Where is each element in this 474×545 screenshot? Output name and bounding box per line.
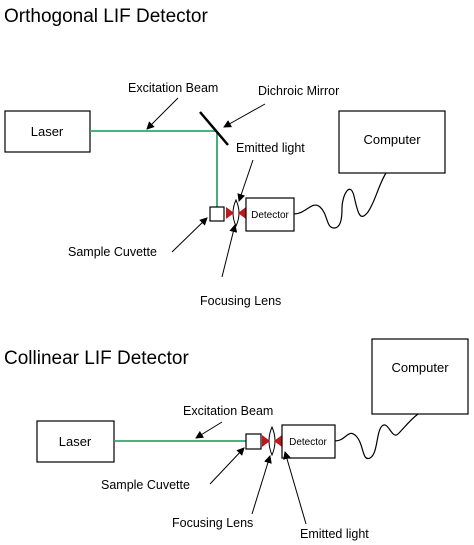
collinear-cable <box>334 413 419 460</box>
collinear-laser-box <box>36 420 115 463</box>
orthogonal-sample-cuvette-label: Sample Cuvette <box>68 245 157 259</box>
collinear-emitted-light-arrow <box>283 451 307 525</box>
collinear-laser-label: Laser <box>59 434 92 449</box>
collinear-computer-label: Computer <box>391 360 449 375</box>
collinear-focusing-lens-arrow <box>251 455 272 515</box>
collinear-section: Collinear LIF Detector Laser Detector Co… <box>4 338 469 541</box>
collinear-focusing-lens-label: Focusing Lens <box>172 516 253 530</box>
dichroic-mirror-arrow <box>223 103 266 128</box>
orthogonal-detector: Detector <box>245 197 295 232</box>
orthogonal-excitation-beam-arrow <box>146 97 179 130</box>
orthogonal-emitted-light-label: Emitted light <box>236 141 305 155</box>
orthogonal-computer-box <box>338 110 446 174</box>
collinear-lens-left-red <box>262 435 270 447</box>
orthogonal-excitation-beam-label: Excitation Beam <box>128 81 218 95</box>
orthogonal-laser-box <box>4 110 91 153</box>
collinear-sample-cuvette-label: Sample Cuvette <box>101 478 190 492</box>
collinear-sample-cuvette-arrow <box>209 447 245 485</box>
orthogonal-focusing-lens-arrow <box>221 224 238 278</box>
collinear-detector-label: Detector <box>289 437 327 448</box>
collinear-lens-body <box>268 425 276 457</box>
orthogonal-computer-label: Computer <box>363 132 421 147</box>
collinear-detector: Detector <box>281 424 336 459</box>
orthogonal-focusing-lens <box>226 198 246 228</box>
orthogonal-sample-cuvette-arrow <box>171 217 208 253</box>
orthogonal-laser: Laser <box>4 110 91 153</box>
orthogonal-cable <box>293 172 387 229</box>
orthogonal-lens-left-red <box>226 207 234 219</box>
collinear-title: Collinear LIF Detector <box>4 348 189 369</box>
orthogonal-sample-cuvette <box>209 206 225 222</box>
collinear-lens-right-red <box>274 435 282 447</box>
orthogonal-focusing-lens-label: Focusing Lens <box>200 294 281 308</box>
orthogonal-computer: Computer <box>338 110 446 174</box>
collinear-excitation-beam-arrow <box>195 421 223 439</box>
orthogonal-emitted-light-arrow <box>237 159 254 202</box>
dichroic-mirror <box>199 111 229 146</box>
collinear-computer-box <box>371 338 469 415</box>
collinear-emitted-light-label: Emitted light <box>300 527 369 541</box>
collinear-computer: Computer <box>371 338 469 415</box>
collinear-laser: Laser <box>36 420 115 463</box>
collinear-focusing-lens <box>262 425 282 457</box>
collinear-excitation-beam-label: Excitation Beam <box>183 404 273 418</box>
orthogonal-lens-right-red <box>238 207 246 219</box>
collinear-detector-box <box>281 424 336 459</box>
orthogonal-detector-label: Detector <box>251 210 289 221</box>
orthogonal-section: Orthogonal LIF Detector Laser Detector C… <box>4 6 446 308</box>
collinear-sample-cuvette <box>245 433 262 450</box>
orthogonal-title: Orthogonal LIF Detector <box>4 6 208 27</box>
orthogonal-laser-label: Laser <box>31 124 64 139</box>
dichroic-mirror-label: Dichroic Mirror <box>258 84 339 98</box>
